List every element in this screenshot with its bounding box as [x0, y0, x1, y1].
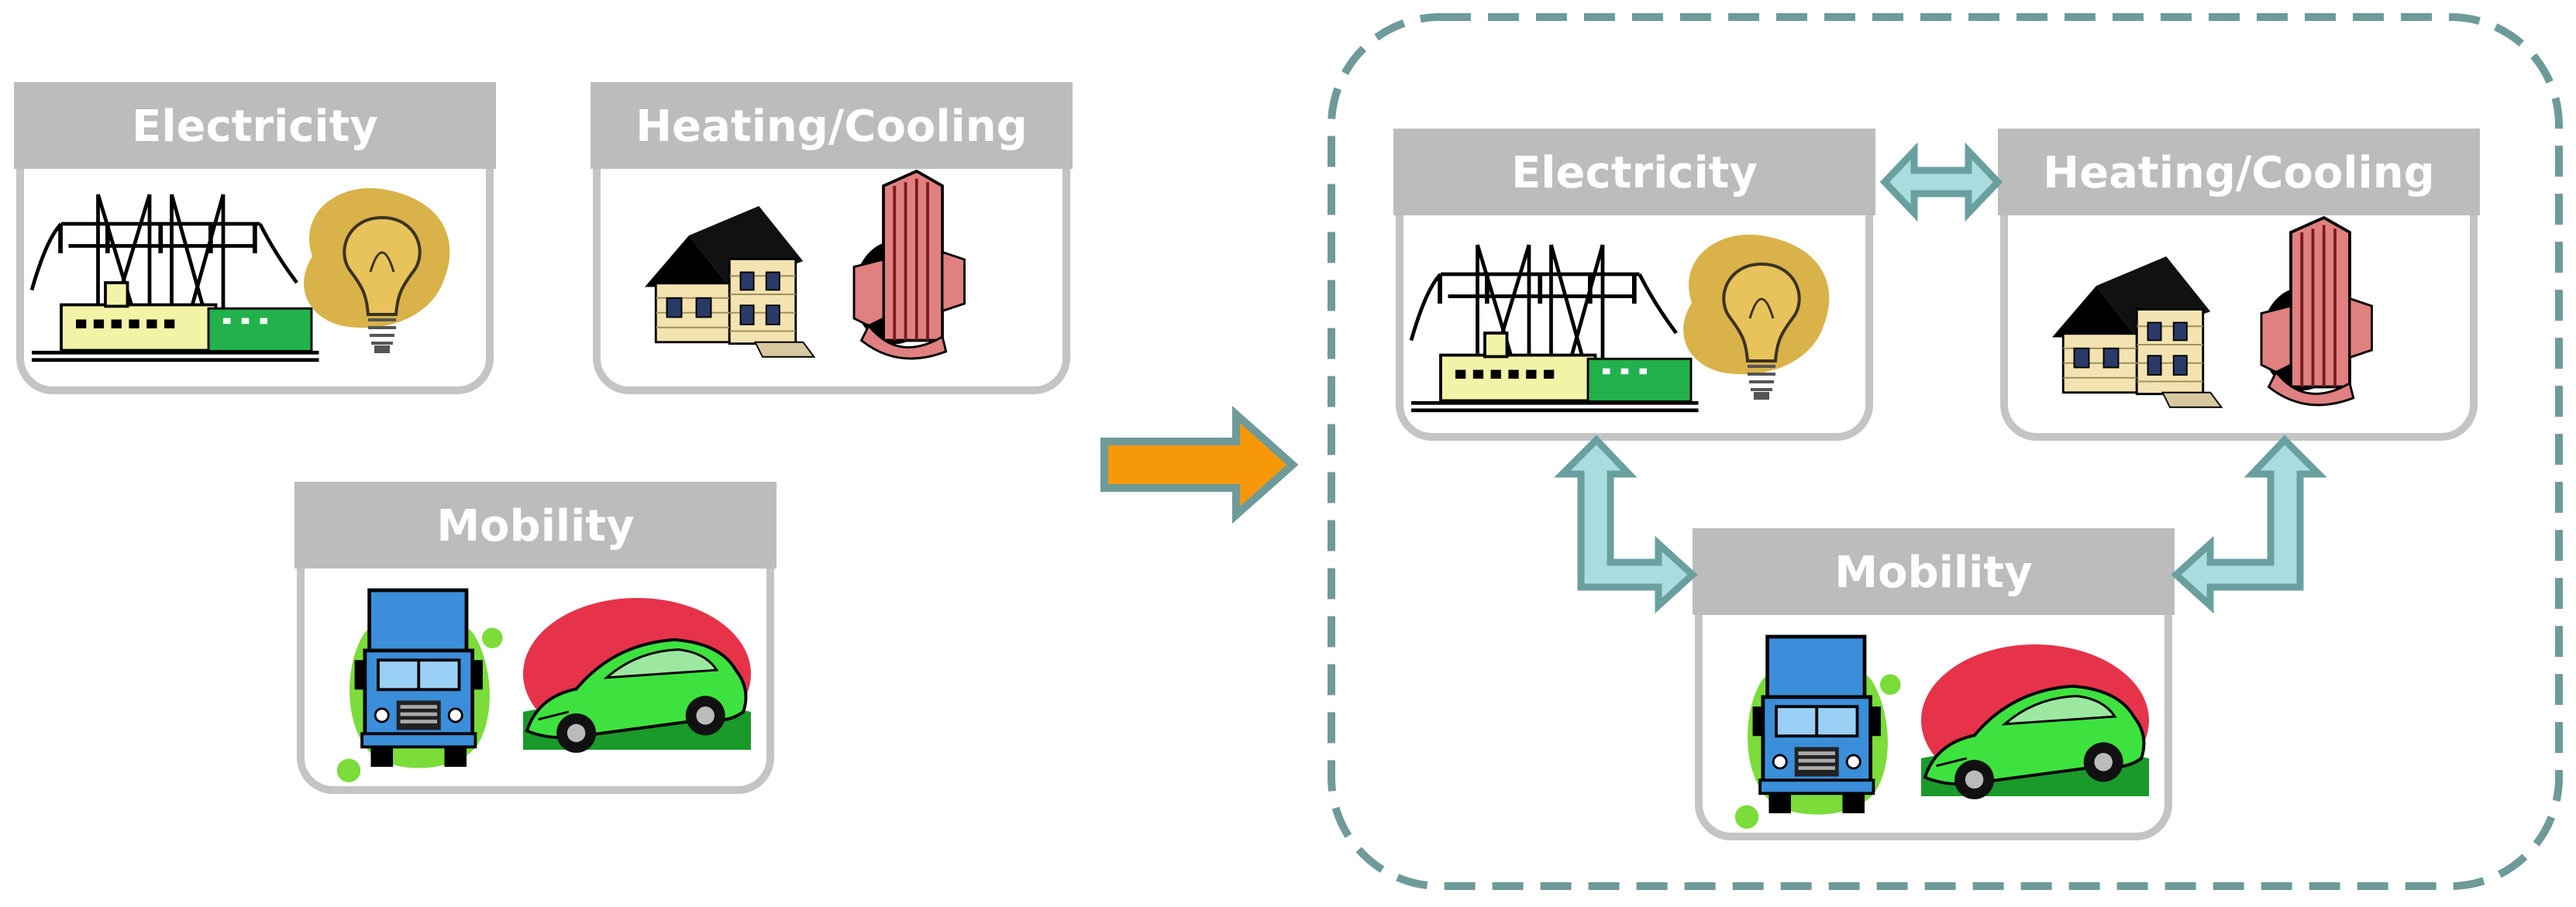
right-heating-cooling-label: Heating/Cooling: [2043, 148, 2434, 198]
coupled-system-container: [1328, 13, 2563, 890]
left-heating-cooling-box: Heating/Cooling: [591, 82, 1073, 390]
left-electricity-label: Electricity: [132, 101, 378, 152]
car-icon: [522, 596, 752, 754]
electricity-heating-link-arrow: [1879, 142, 2003, 222]
left-electricity-box: Electricity: [14, 82, 496, 390]
transition-arrow: [1100, 405, 1299, 524]
heating-mobility-link-arrow: [2171, 435, 2327, 614]
right-mobility-label: Mobility: [1834, 548, 2032, 598]
car-icon: [1920, 643, 2151, 801]
left-heating-cooling-label: Heating/Cooling: [635, 101, 1027, 152]
left-mobility-label: Mobility: [436, 501, 634, 551]
left-mobility-box: Mobility: [294, 482, 777, 790]
right-electricity-box: Electricity: [1393, 129, 1875, 437]
electricity-mobility-link-arrow: [1554, 435, 1698, 614]
right-heating-cooling-box: Heating/Cooling: [1998, 129, 2480, 437]
right-mobility-box: Mobility: [1693, 528, 2175, 837]
right-electricity-label: Electricity: [1511, 148, 1758, 198]
